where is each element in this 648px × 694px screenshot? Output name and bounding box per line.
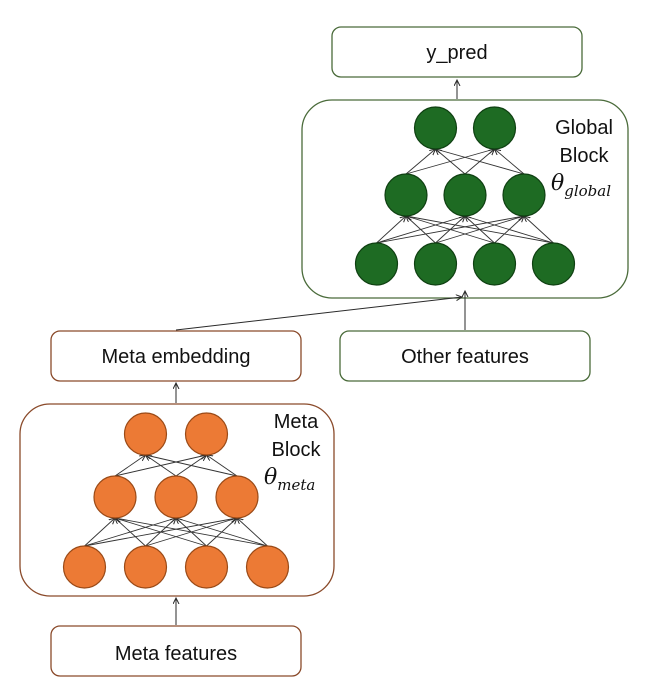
global-neuron-l1-0 bbox=[384, 173, 428, 217]
global-neuron-l0-3 bbox=[531, 242, 576, 286]
y-pred-node: y_pred bbox=[331, 26, 583, 78]
global-neuron-l0-2 bbox=[472, 242, 517, 286]
global-neuron-l1-1 bbox=[443, 173, 487, 217]
meta-edge-l0-3-0 bbox=[115, 518, 268, 547]
meta-edge-l0-3-2 bbox=[237, 518, 268, 547]
meta-neuron-l0-2 bbox=[184, 545, 229, 589]
theta-global: θglobal bbox=[551, 171, 611, 200]
global-block-label-line2: Block bbox=[560, 145, 610, 167]
meta-edge-l1-2-1 bbox=[207, 455, 238, 477]
meta-embedding-node: Meta embedding bbox=[50, 330, 302, 382]
global-neuron-l1-2 bbox=[502, 173, 546, 217]
global-block-neurons bbox=[354, 106, 576, 286]
global-block-label-line1: Global bbox=[555, 117, 613, 139]
global-edge-l0-2-0 bbox=[406, 216, 495, 244]
y-pred-label: y_pred bbox=[426, 42, 487, 64]
meta-block-edges bbox=[84, 455, 268, 547]
meta-block: Meta Block θmeta bbox=[19, 403, 335, 597]
global-edge-l0-0-0 bbox=[376, 216, 407, 244]
theta-meta-subscript: meta bbox=[277, 476, 315, 494]
global-edge-l0-3-1 bbox=[465, 216, 554, 244]
global-edge-l0-3-2 bbox=[524, 216, 554, 244]
arrow-embedding-to-global-block bbox=[175, 297, 462, 331]
global-neuron-l0-1 bbox=[413, 242, 458, 286]
meta-edge-l0-1-0 bbox=[115, 518, 146, 547]
meta-features-label: Meta features bbox=[115, 643, 237, 665]
meta-features-node: Meta features bbox=[50, 625, 302, 677]
meta-embedding-label: Meta embedding bbox=[102, 346, 251, 368]
theta-global-symbol: θ bbox=[551, 171, 564, 196]
global-block-edges bbox=[376, 149, 554, 244]
other-features-label: Other features bbox=[401, 346, 529, 368]
global-edge-l1-0-0 bbox=[405, 149, 436, 175]
theta-meta: θmeta bbox=[264, 465, 315, 494]
meta-neuron-l1-1 bbox=[154, 475, 198, 519]
meta-neuron-l2-1 bbox=[184, 412, 229, 456]
meta-block-neurons bbox=[62, 412, 290, 589]
global-edge-l1-2-0 bbox=[436, 149, 525, 175]
meta-edge-l1-2-0 bbox=[146, 455, 238, 477]
theta-global-subscript: global bbox=[564, 182, 611, 200]
flow-arrows bbox=[176, 80, 465, 625]
meta-neuron-l1-0 bbox=[93, 475, 137, 519]
meta-neuron-l1-2 bbox=[215, 475, 259, 519]
meta-edge-l1-0-0 bbox=[114, 455, 146, 477]
theta-meta-symbol: θ bbox=[264, 465, 277, 490]
global-block: Global Block θglobal bbox=[301, 99, 629, 299]
other-features-node: Other features bbox=[339, 330, 591, 382]
meta-block-label-line2: Block bbox=[272, 439, 322, 461]
meta-neuron-l2-0 bbox=[123, 412, 168, 456]
global-neuron-l2-0 bbox=[413, 106, 458, 150]
meta-neuron-l0-0 bbox=[62, 545, 107, 589]
meta-edge-l0-2-0 bbox=[115, 518, 207, 547]
global-edge-l0-3-0 bbox=[406, 216, 554, 244]
meta-block-label-line1: Meta bbox=[274, 411, 319, 433]
meta-edge-l0-3-1 bbox=[176, 518, 268, 547]
global-neuron-l0-0 bbox=[354, 242, 399, 286]
global-edge-l1-2-1 bbox=[495, 149, 525, 175]
meta-neuron-l0-1 bbox=[123, 545, 168, 589]
global-neuron-l2-1 bbox=[472, 106, 517, 150]
meta-neuron-l0-3 bbox=[245, 545, 290, 589]
meta-edge-l0-0-0 bbox=[84, 518, 116, 547]
